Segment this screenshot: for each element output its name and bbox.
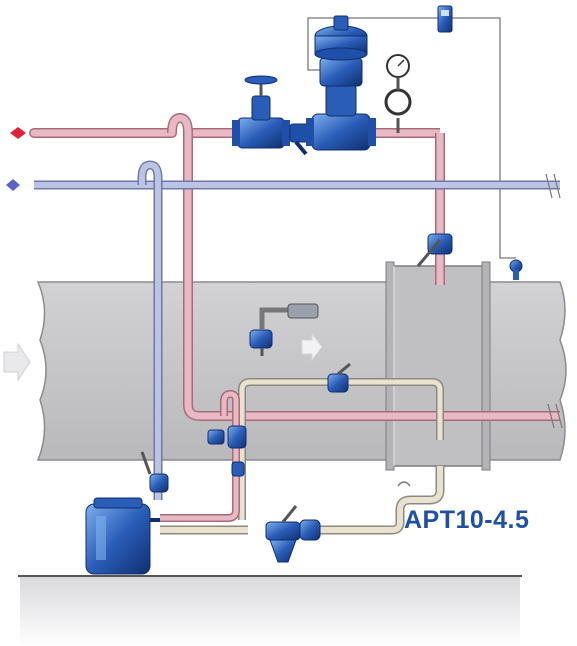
steam-supply-break-mark — [547, 403, 563, 429]
condensate-return-break-mark — [545, 173, 561, 199]
control-signal-line — [307, 17, 516, 259]
coil-inlet-valve — [416, 233, 453, 267]
pressure-gauge — [384, 54, 412, 133]
temperature-sensor — [509, 259, 523, 280]
pressure-pump-trap — [85, 497, 160, 575]
steam-trap-upper — [249, 303, 319, 356]
model-label: APT10-4.5 — [404, 506, 530, 534]
lower-steam-trap — [265, 505, 301, 563]
airflow-arrow-out — [301, 332, 323, 362]
coil-housing-flange-right — [481, 261, 491, 471]
drain-loop-mark — [397, 481, 411, 487]
isolation-valve — [232, 75, 290, 149]
steam-flow-arrow — [10, 127, 26, 139]
airflow-arrow-in — [3, 342, 31, 382]
coil-housing-flange-left — [385, 261, 395, 471]
pneumatic-control-valve — [306, 15, 376, 151]
condensate-flow-arrow — [6, 179, 20, 191]
condensate-return-pipe — [34, 160, 560, 500]
temperature-controller — [437, 5, 453, 33]
riser-check-valve — [140, 451, 169, 493]
pump-vent-valve — [207, 425, 247, 477]
temperature-controller-display — [441, 10, 449, 16]
air-vent-valve — [327, 362, 351, 393]
check-valve-lower — [299, 519, 321, 541]
floor-shade — [20, 576, 520, 646]
